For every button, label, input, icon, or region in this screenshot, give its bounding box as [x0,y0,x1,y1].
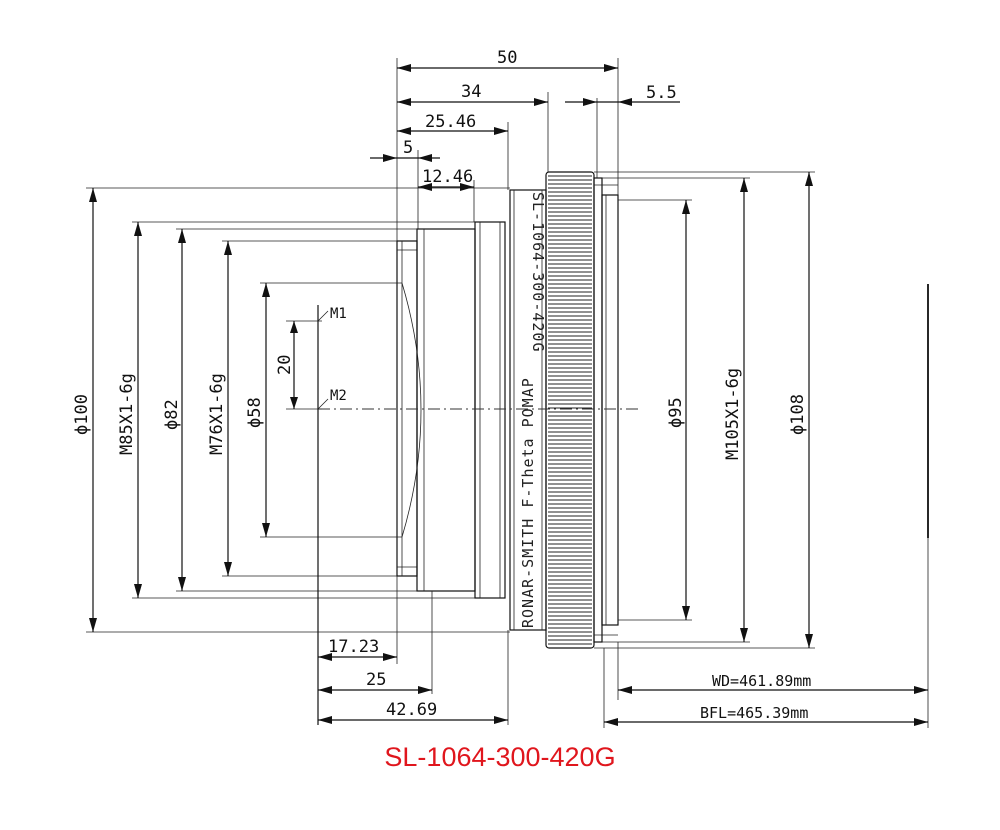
dim-dia-58: ϕ58 [245,397,265,428]
top-dimension-lines [370,58,680,241]
engraving-model: SL-1064-300-420G [529,192,547,353]
dim-dia-95: ϕ95 [666,397,686,428]
dim-thread-m76: M76X1-6g [207,373,227,455]
label-mirror-m2: M2 [330,388,347,404]
dim-thread-m85: M85X1-6g [117,373,137,455]
dim-thread-m105: M105X1-6g [723,368,743,460]
dim-dia-100: ϕ100 [72,394,92,435]
dim-dia-108: ϕ108 [788,394,808,435]
dim-mirror-spacing: 20 [275,355,295,375]
knurl-pattern [548,175,592,645]
dim-length-12-46: 12.46 [422,167,473,187]
dim-dia-82: ϕ82 [162,399,182,430]
bottom-dimension-lines [318,538,929,728]
dim-length-25-46: 25.46 [425,112,476,132]
right-diameter-lines [594,171,815,649]
dim-length-5: 5 [403,138,413,158]
dim-length-42-69: 42.69 [386,700,437,720]
dim-working-distance: WD=461.89mm [712,672,811,690]
dim-overall-length: 50 [497,48,517,68]
label-mirror-m1: M1 [330,306,347,322]
dim-length-17-23: 17.23 [328,637,379,657]
engraving-description: RONAR-SMITH F-Theta POMAP [519,377,537,628]
part-number-label: SL-1064-300-420G [384,742,616,772]
left-diameter-lines [86,187,510,725]
dim-length-25: 25 [366,670,386,690]
dim-length-5-5: 5.5 [646,83,677,103]
dim-back-focal-length: BFL=465.39mm [700,704,808,722]
dim-length-34: 34 [461,82,481,102]
lens-body [396,171,619,649]
